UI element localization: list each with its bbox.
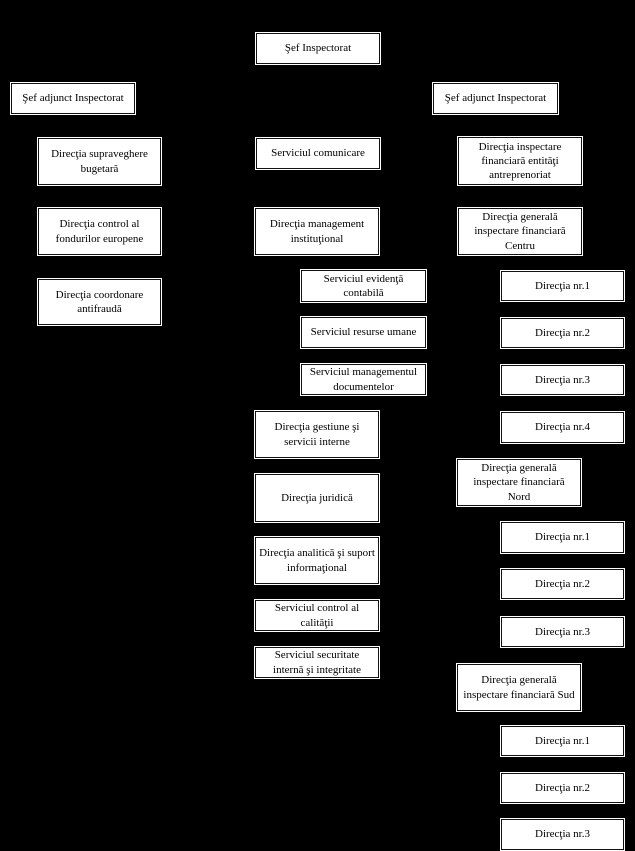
org-box-serviciul-resurse-umane: Serviciul resurse umane bbox=[301, 317, 426, 348]
org-box-sef-inspectorat: Şef Inspectorat bbox=[256, 33, 380, 64]
org-box-dg-inspectare-financiara-nord: Direcţia generală inspectare financiară … bbox=[457, 459, 581, 506]
org-box-nord-directia-nr-1: Direcţia nr.1 bbox=[501, 522, 624, 553]
org-box-sud-directia-nr-1: Direcţia nr.1 bbox=[501, 726, 624, 756]
org-box-directia-analitica-suport-informational: Direcţia analitică şi suport informaţion… bbox=[255, 537, 379, 584]
org-box-directia-gestiune-servicii-interne: Direcţia gestiune şi servicii interne bbox=[255, 411, 379, 458]
org-box-serviciul-comunicare: Serviciul comunicare bbox=[256, 138, 380, 169]
org-box-directia-juridica: Direcţia juridică bbox=[255, 474, 379, 522]
org-box-dg-inspectare-financiara-centru: Direcţia generală inspectare financiară … bbox=[458, 208, 582, 255]
org-box-sef-adjunct-right: Şef adjunct Inspectorat bbox=[433, 83, 558, 114]
org-box-centru-directia-nr-1: Direcţia nr.1 bbox=[501, 271, 624, 301]
org-box-serviciul-evidenta-contabila: Serviciul evidenţă contabilă bbox=[301, 270, 426, 302]
org-box-centru-directia-nr-3: Direcţia nr.3 bbox=[501, 365, 624, 395]
org-box-sef-adjunct-left: Şef adjunct Inspectorat bbox=[11, 83, 135, 114]
org-box-sud-directia-nr-3: Direcţia nr.3 bbox=[501, 819, 624, 850]
org-box-directia-control-fonduri-europene: Direcţia control al fondurilor europene bbox=[38, 208, 161, 255]
org-box-serviciul-control-calitatii: Serviciul control al calităţii bbox=[255, 600, 379, 631]
org-box-directia-management-institutional: Direcţia management instituţional bbox=[255, 208, 379, 255]
org-box-centru-directia-nr-4: Direcţia nr.4 bbox=[501, 412, 624, 443]
org-box-directia-supraveghere-bugetara: Direcţia supraveghere bugetară bbox=[38, 138, 161, 185]
org-box-nord-directia-nr-3: Direcţia nr.3 bbox=[501, 617, 624, 647]
org-box-serviciul-managementul-documentelor: Serviciul managementul documentelor bbox=[301, 364, 426, 395]
org-box-directia-inspectare-financiara-antreprenoriat: Direcţia inspectare financiară entităţi … bbox=[458, 137, 582, 185]
org-box-sud-directia-nr-2: Direcţia nr.2 bbox=[501, 773, 624, 803]
org-box-directia-coordonare-antifrauda: Direcţia coordonare antifraudă bbox=[38, 279, 161, 325]
org-box-nord-directia-nr-2: Direcţia nr.2 bbox=[501, 569, 624, 599]
org-box-dg-inspectare-financiara-sud: Direcţia generală inspectare financiară … bbox=[457, 664, 581, 711]
org-box-centru-directia-nr-2: Direcţia nr.2 bbox=[501, 318, 624, 348]
org-box-serviciul-securitate-interna-integritate: Serviciul securitate internă şi integrit… bbox=[255, 647, 379, 678]
